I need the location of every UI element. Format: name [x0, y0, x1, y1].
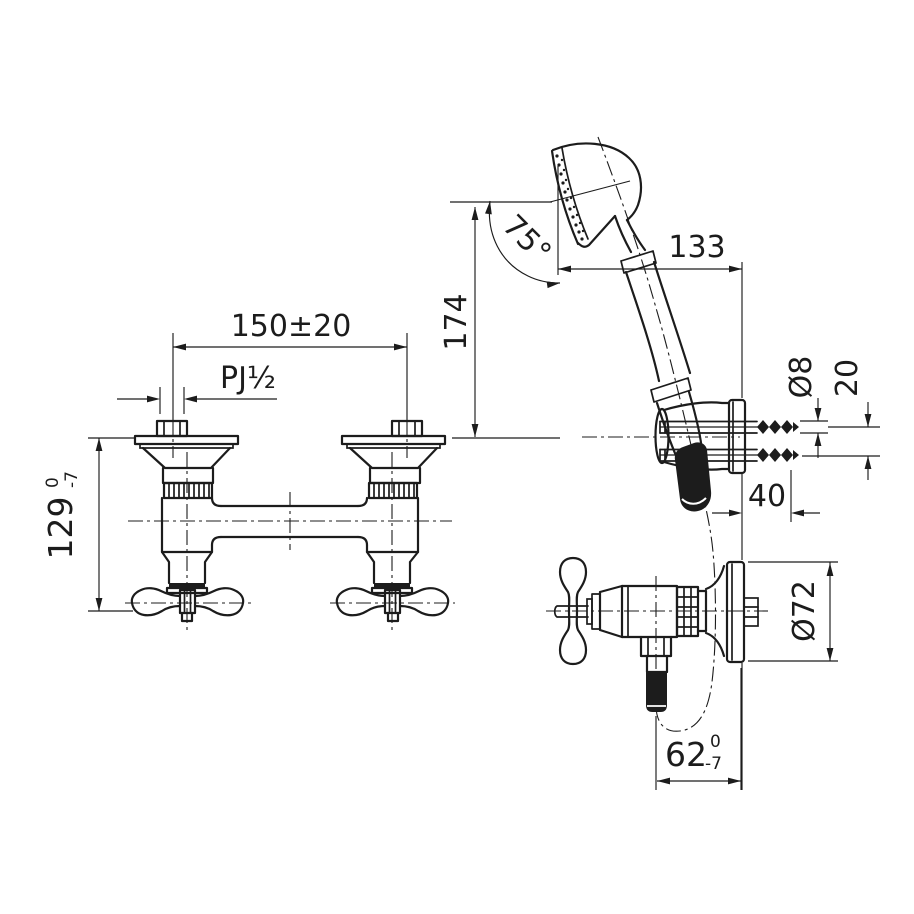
side-knurled-nut	[675, 585, 700, 638]
anchor-depth-label: 40	[748, 479, 786, 514]
dimension-head-angle: 75°	[450, 200, 561, 289]
shower-head-underside	[576, 214, 617, 248]
center-distance-label: 150±20	[231, 309, 352, 344]
screw-diameter-label: Ø8	[784, 356, 819, 399]
screw-spacing-label: 20	[830, 359, 865, 397]
spray-face-outer-edge	[550, 149, 580, 246]
left-escutcheon	[133, 434, 240, 470]
valve-side-view: Ø72 62 0 -7	[546, 556, 838, 790]
shower-head	[549, 142, 643, 248]
left-cross-handle	[130, 587, 245, 623]
side-valve-body	[586, 560, 759, 664]
escutcheon-diameter-label: Ø72	[787, 580, 822, 642]
projection-tol-lower: -7	[705, 754, 722, 774]
side-cross-handle	[553, 556, 589, 666]
right-escutcheon	[340, 434, 447, 470]
reach-label: 133	[668, 230, 725, 265]
height-tol-upper: 0	[43, 477, 63, 488]
outlet-thread	[646, 672, 667, 712]
front-view: 150±20 PJ½ 129 0 -7	[41, 309, 455, 632]
shower-head-dome	[551, 142, 643, 222]
left-knurled-nut	[162, 481, 214, 500]
bracket-wall-plate	[727, 398, 747, 475]
left-inlet-hex-nut	[155, 419, 189, 438]
left-valve	[130, 419, 245, 623]
mounting-screw-bottom	[659, 448, 799, 462]
right-seal-ring	[374, 583, 410, 588]
hose-outlet	[639, 635, 673, 712]
dimension-center-distance: 150±20	[173, 309, 407, 351]
dimension-projection: 62 0 -7	[655, 668, 742, 790]
side-escutcheon-plate	[725, 560, 746, 664]
face-reference-line	[549, 180, 631, 203]
right-valve-collar	[368, 466, 422, 485]
bracket-mouth	[654, 407, 670, 465]
head-angle-label: 75°	[495, 208, 557, 270]
dimension-thread: PJ½	[117, 361, 277, 414]
height-tol-lower: -7	[62, 471, 82, 488]
left-handle-hub	[178, 588, 197, 615]
hose-centerline	[597, 136, 717, 732]
left-valve-collar	[161, 466, 215, 485]
handle-upper-collar	[620, 250, 657, 274]
spray-face-texture	[555, 154, 585, 241]
right-handle-hub	[383, 588, 402, 615]
spray-face-inner-edge	[561, 147, 589, 240]
hose-height-label: 174	[439, 293, 474, 350]
dimension-hose-height: 174	[439, 207, 560, 439]
dimension-escutcheon-diameter: Ø72	[748, 561, 838, 662]
dimension-reach: 133	[557, 166, 742, 275]
dimension-anchor-depth: 40	[712, 470, 820, 522]
thread-size-label: PJ½	[220, 361, 276, 396]
connecting-pipe	[210, 496, 369, 547]
left-seal-ring	[169, 583, 205, 588]
dimension-screw-diameter: Ø8	[784, 356, 828, 458]
projection-label: 62	[665, 735, 707, 774]
mounting-screw-top	[659, 420, 799, 434]
projection-tol-upper: 0	[710, 732, 721, 752]
hose-connector	[674, 442, 712, 512]
shower-handle	[613, 214, 712, 512]
mounting-screws	[659, 420, 799, 462]
wall-side-inlet	[743, 597, 759, 627]
handle-lower-collar	[650, 377, 692, 403]
dimension-height: 129 0 -7	[41, 437, 136, 612]
dimension-screw-spacing: 20	[802, 359, 880, 480]
right-cross-handle	[335, 587, 450, 623]
right-knurled-nut	[367, 481, 419, 500]
wall-bracket	[582, 398, 747, 475]
height-label: 129	[41, 497, 80, 560]
right-valve	[335, 419, 450, 623]
